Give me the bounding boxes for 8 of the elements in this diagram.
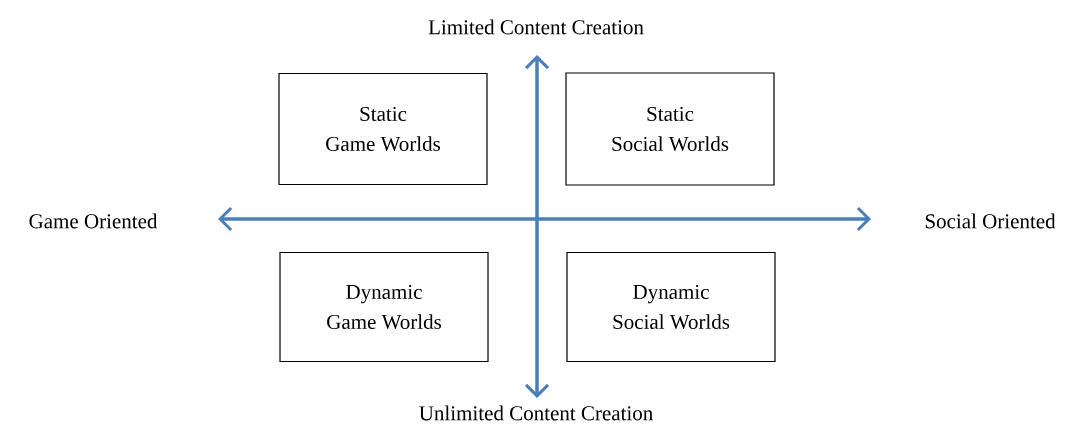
axis-label: Social Oriented bbox=[925, 213, 1056, 229]
axis-label: Unlimited Content Creation bbox=[419, 405, 653, 421]
quadrant-box: Static Game Worlds bbox=[278, 72, 488, 186]
axis-label: Limited Content Creation bbox=[428, 19, 644, 35]
quadrant-box: Dynamic Social Worlds bbox=[566, 251, 776, 363]
quadrant-box: Dynamic Game Worlds bbox=[279, 251, 489, 363]
quadrant-box: Static Social Worlds bbox=[565, 72, 775, 186]
axis-label: Game Oriented bbox=[29, 213, 158, 229]
